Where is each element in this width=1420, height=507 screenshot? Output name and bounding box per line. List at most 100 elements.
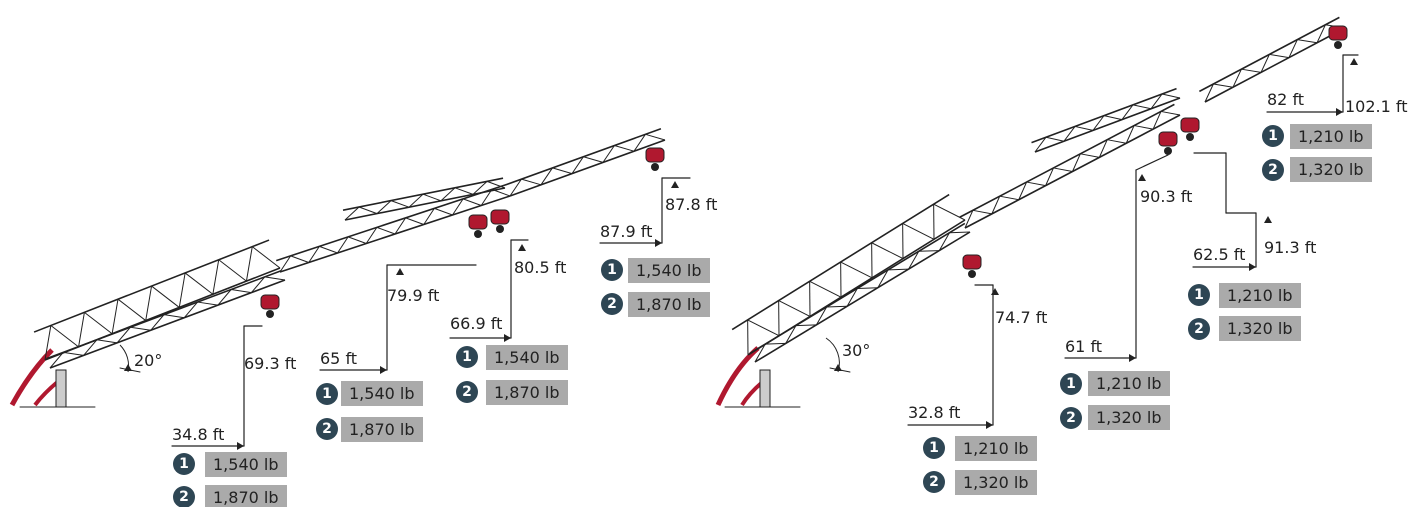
load-case-badge: 2 — [316, 418, 338, 440]
truss-member — [972, 209, 992, 215]
truss-member — [602, 145, 615, 163]
capacity-value: 1,320 lb — [1088, 405, 1170, 430]
truss-member — [83, 339, 98, 356]
truss-member — [116, 326, 131, 344]
truss-member — [1034, 136, 1047, 153]
capacity-value: 1,210 lb — [955, 436, 1037, 461]
truss-member — [938, 232, 950, 251]
dim-arrow — [396, 268, 404, 275]
truss-member — [754, 343, 766, 363]
dim-arrow — [671, 181, 679, 188]
dim-arrow — [1350, 58, 1358, 65]
capacity-value: 1,540 lb — [205, 452, 287, 477]
truss-member — [1018, 181, 1028, 200]
capacity-value: 1,540 lb — [486, 345, 568, 370]
truss-member — [509, 139, 666, 197]
truss-member — [809, 280, 842, 298]
truss-member — [846, 288, 858, 307]
capacity-value: 1,870 lb — [341, 417, 423, 442]
jib-truss — [959, 103, 1181, 229]
truss-member — [390, 200, 410, 208]
truss-member — [251, 246, 281, 269]
hook-radius-label: 66.9 ft — [450, 314, 503, 333]
hook-block — [1334, 41, 1342, 49]
truss-member — [1134, 125, 1154, 130]
hoist-unit — [468, 214, 488, 230]
leader-line — [1135, 154, 1169, 171]
truss-member — [902, 223, 935, 240]
truss-member — [1204, 27, 1346, 103]
truss-member — [275, 183, 507, 262]
inner-boom-truss — [749, 222, 971, 363]
hook-height-label: 90.3 ft — [1140, 187, 1193, 206]
truss-member — [1045, 167, 1054, 186]
truss-member — [1053, 167, 1073, 172]
load-case-badge: 1 — [923, 437, 945, 459]
load-case-badge: 2 — [1060, 407, 1082, 429]
truss-member — [163, 314, 185, 319]
capacity-value: 1,870 lb — [628, 292, 710, 317]
truss-member — [1132, 104, 1152, 110]
capacity-value: 1,540 lb — [341, 381, 423, 406]
capacity-value: 1,320 lb — [1290, 157, 1372, 182]
truss-member — [1213, 83, 1234, 88]
truss-member — [347, 236, 367, 244]
truss-member — [1045, 136, 1065, 142]
hoist-unit — [645, 147, 665, 163]
hoist-unit — [1328, 25, 1348, 41]
truss-member — [231, 288, 252, 294]
truss-member — [422, 193, 442, 202]
truss-member — [1098, 139, 1108, 158]
truss-member — [440, 187, 456, 202]
truss-member — [49, 279, 286, 369]
truss-member — [96, 339, 118, 344]
truss-member — [49, 352, 64, 369]
truss-member — [217, 289, 232, 306]
truss-member — [405, 217, 424, 225]
truss-member — [408, 193, 424, 208]
mast-post — [759, 369, 771, 408]
hook-block — [266, 310, 274, 318]
hook-block — [968, 270, 976, 278]
truss-member — [1232, 68, 1242, 88]
hook-block — [1186, 133, 1194, 141]
load-case-badge: 1 — [1060, 373, 1082, 395]
truss-member — [1241, 68, 1262, 73]
truss-member — [633, 134, 646, 152]
hook-radius-label: 87.9 ft — [600, 222, 653, 241]
hoist-unit — [962, 254, 982, 270]
dim-arrow — [1138, 174, 1146, 181]
hook-radius-label: 61 ft — [1065, 337, 1103, 356]
truss-member — [1063, 126, 1076, 142]
truss-member — [44, 325, 52, 361]
truss-member — [765, 342, 786, 345]
truss-member — [1288, 39, 1298, 58]
truss-member — [84, 311, 113, 335]
load-case-badge: 1 — [316, 383, 338, 405]
jib-truss — [275, 183, 511, 273]
truss-member — [251, 276, 266, 293]
truss-member — [1034, 97, 1181, 153]
truss-member — [454, 187, 474, 195]
truss-member — [145, 285, 153, 321]
truss-member — [540, 167, 553, 186]
truss-member — [826, 305, 848, 308]
dim-arrow — [986, 421, 993, 429]
load-case-badge: 2 — [923, 471, 945, 493]
hook-block — [651, 163, 659, 171]
truss-member — [1080, 153, 1100, 158]
truss-member — [908, 251, 920, 270]
capacity-value: 1,870 lb — [486, 380, 568, 405]
dim-arrow — [1249, 263, 1256, 271]
truss-member — [918, 250, 940, 252]
truss-member — [245, 246, 253, 282]
hoist-unit — [490, 209, 510, 225]
hook-height-label: 102.1 ft — [1345, 97, 1408, 116]
truss-member — [1260, 54, 1270, 73]
hook-height-label: 80.5 ft — [514, 258, 567, 277]
truss-member — [319, 245, 338, 254]
truss-member — [785, 325, 797, 344]
truss-member — [583, 156, 604, 163]
truss-member — [394, 217, 407, 235]
